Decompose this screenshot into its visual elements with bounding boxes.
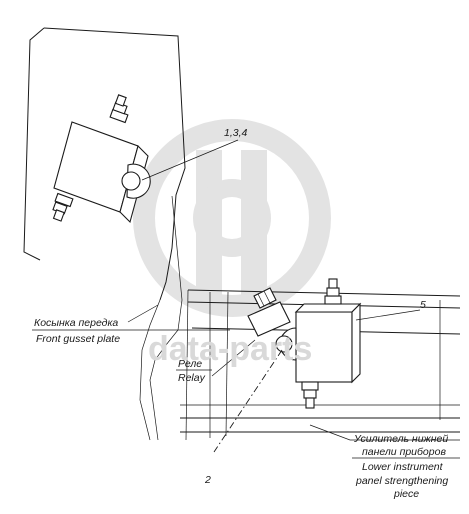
watermark-text: data-parts: [148, 330, 312, 368]
gusset-label-en: Front gusset plate: [36, 333, 120, 345]
panel-label-ru-2: панели приборов: [362, 446, 446, 458]
gusset-plate-outline: [23, 27, 186, 441]
callout-1-3-4: 1,3,4: [224, 127, 248, 139]
panel-label-en-1: Lower instrument: [362, 461, 444, 473]
panel-label-en-3: piece: [393, 488, 419, 500]
panel-label-ru-1: Усилитель нижней: [353, 433, 448, 445]
callout-2: 2: [204, 474, 211, 486]
lower-relay: [247, 278, 362, 409]
upper-relay: [52, 94, 151, 224]
callout-5: 5: [420, 299, 426, 311]
relay-label-ru: Реле: [178, 358, 202, 370]
leader-lines: [127, 139, 460, 453]
relay-label-en: Relay: [178, 372, 206, 384]
gusset-label-ru: Косынка передка: [34, 317, 118, 329]
panel-label-en-2: panel strengthening: [355, 475, 448, 487]
watermark-logo: [133, 119, 331, 317]
